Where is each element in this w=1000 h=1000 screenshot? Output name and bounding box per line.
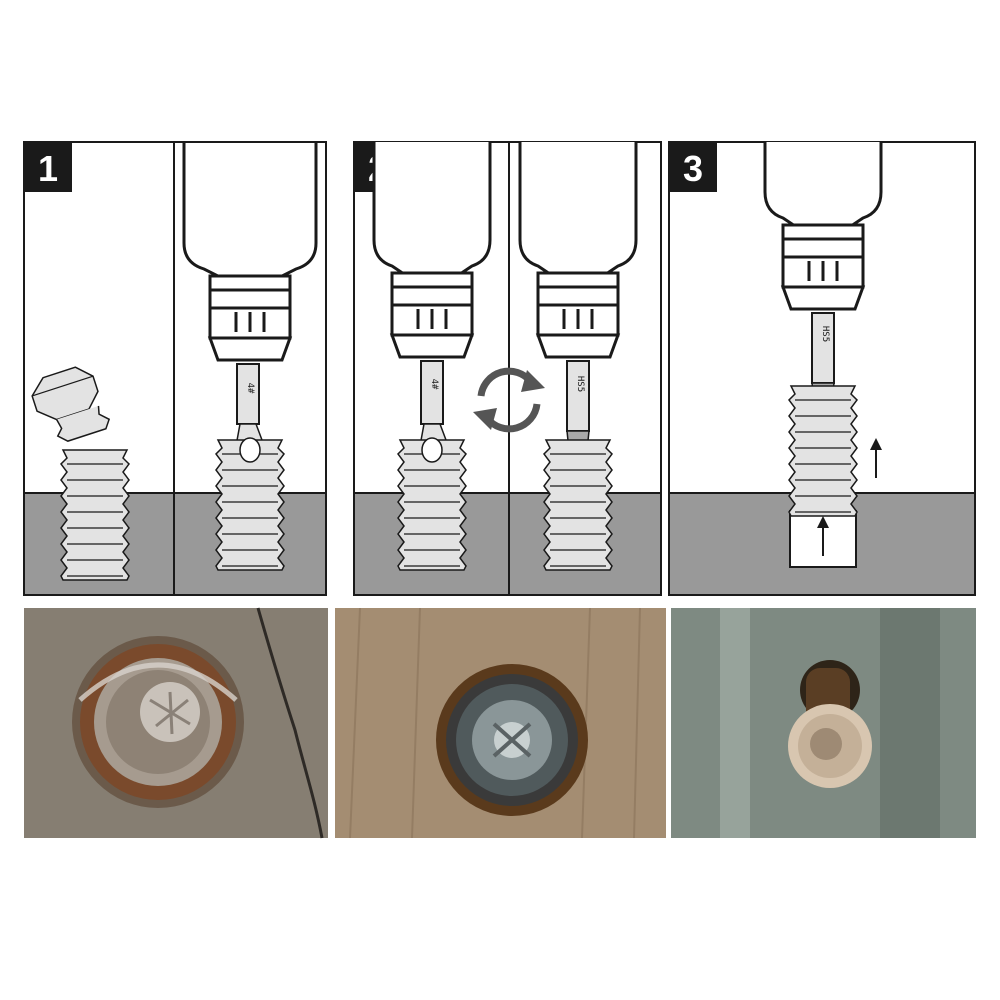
- drill-chuck-right: [536, 271, 620, 359]
- extractor-bit-right-label: HS5: [575, 376, 585, 392]
- drill-chuck: [208, 274, 292, 362]
- screw-shaft-left: [397, 437, 467, 571]
- photo-2-rusted-screw-in-wood: [335, 607, 666, 839]
- drill-body-left: [372, 142, 492, 282]
- step-3-badge: [669, 142, 717, 192]
- drill-body-step3: [763, 142, 883, 234]
- photo-1-stripped-screw: [24, 607, 328, 839]
- screw-shaft-right: [543, 439, 613, 571]
- extractor-bit-step3-label: HS5: [820, 326, 830, 342]
- step-2-panel: 2 4#: [353, 141, 662, 596]
- drill-chuck-step3: [781, 223, 865, 311]
- broken-screw-shaft: [60, 449, 130, 581]
- broken-screw-head: [31, 366, 111, 442]
- arrow-up-icon: [817, 438, 882, 556]
- step-3-number: 3: [683, 148, 703, 189]
- drill-bit-left-label: 4#: [429, 379, 439, 390]
- step-1-panel: 1 4#: [23, 141, 327, 596]
- drilled-screw-shaft: [215, 437, 285, 571]
- drill-body-right: [518, 142, 638, 282]
- drill-bit-label: 4#: [245, 383, 255, 394]
- drill-chuck-left: [390, 271, 474, 359]
- rotate-arrows-icon: [473, 367, 545, 433]
- step-1-badge: [24, 142, 72, 192]
- step-1-number: 1: [38, 148, 58, 189]
- step-3-panel: 3 HS5: [668, 141, 976, 596]
- photo-3-extracted-bolt: [671, 608, 976, 838]
- drill-body: [182, 143, 318, 285]
